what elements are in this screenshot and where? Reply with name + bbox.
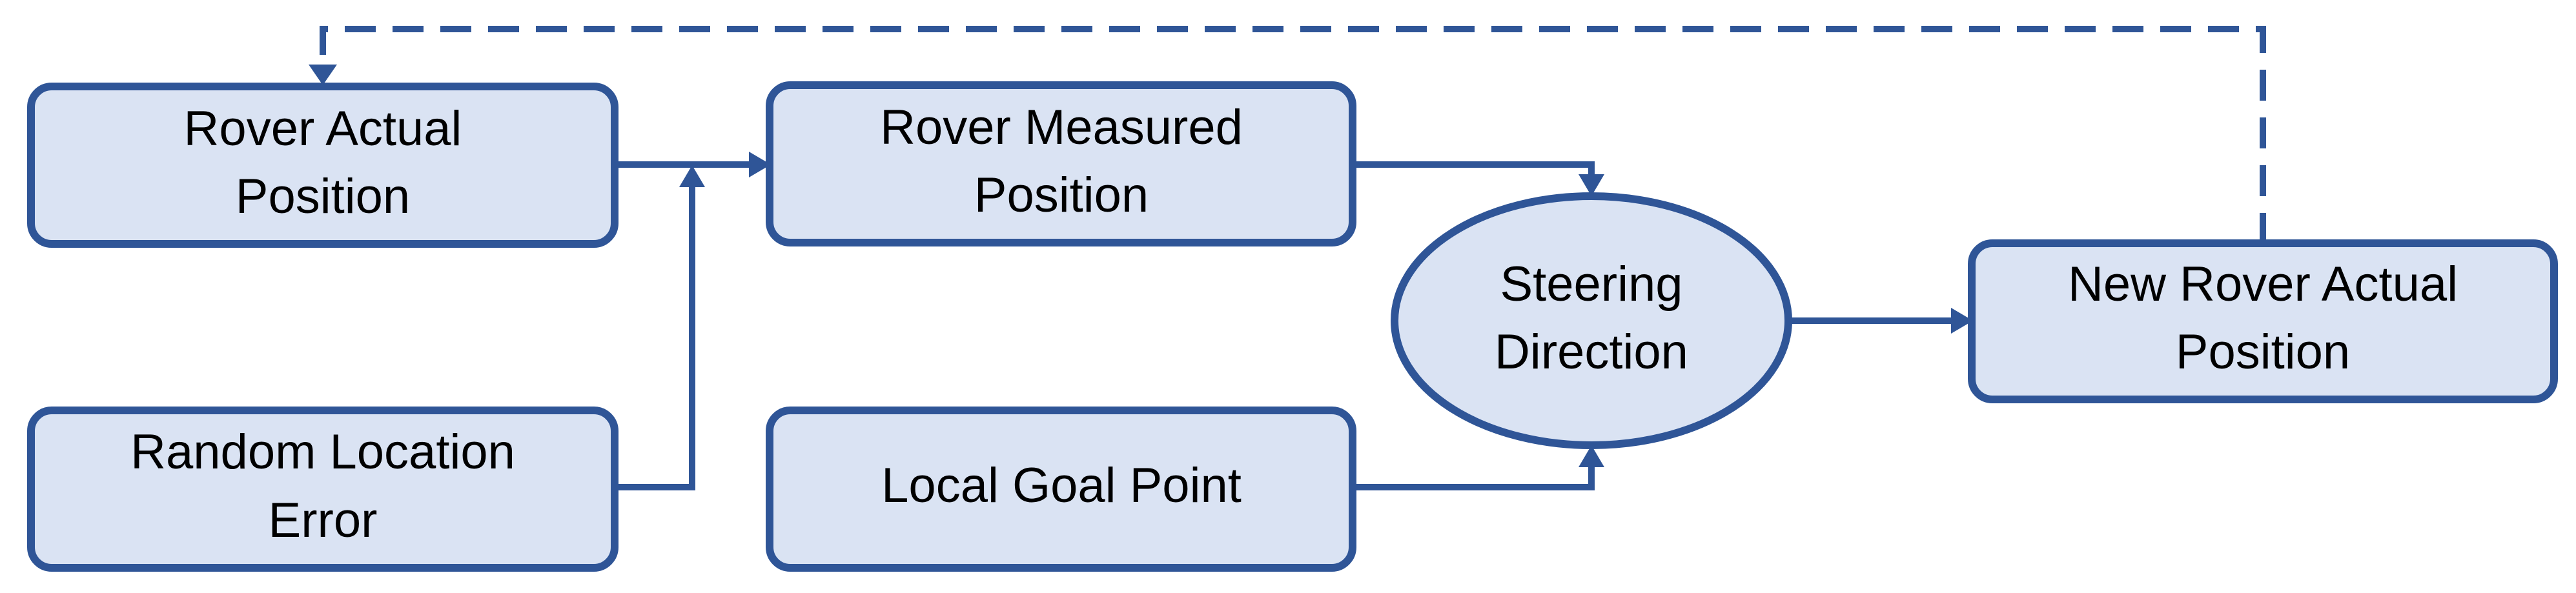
node-steering-direction-line2: Direction (1495, 325, 1688, 379)
node-local-goal-point-line1: Local Goal Point (881, 458, 1242, 513)
edge-steering-to-new-arrowhead (1951, 308, 1973, 334)
node-rover-measured-position-line2: Position (974, 168, 1149, 223)
node-new-rover-actual-position: New Rover Actual Position (1968, 239, 2558, 403)
node-rover-measured-position: Rover Measured Position (766, 81, 1356, 246)
edge-measured-to-steering-arrowhead (1579, 174, 1604, 196)
node-rover-actual-position-line2: Position (236, 169, 410, 224)
edge-goal-to-steering (1353, 462, 1595, 490)
edge-error-to-junction (615, 182, 695, 490)
node-rover-actual-position-line1: Rover Actual (184, 101, 462, 156)
node-random-location-error: Random Location Error (27, 407, 618, 572)
node-new-rover-actual-position-line1: New Rover Actual (2068, 257, 2458, 312)
edge-feedback-arrowhead (309, 65, 337, 85)
node-steering-direction: Steering Direction (1391, 192, 1792, 449)
edge-measured-to-steering (1353, 161, 1595, 179)
node-new-rover-actual-position-line2: Position (2176, 325, 2350, 379)
edge-goal-to-steering-arrowhead (1579, 445, 1604, 467)
edge-error-to-junction-arrowhead (679, 165, 705, 187)
node-rover-measured-position-line1: Rover Measured (880, 100, 1243, 155)
node-rover-actual-position: Rover Actual Position (27, 83, 618, 248)
edge-feedback-dashed (320, 26, 2266, 244)
edge-actual-to-measured-arrowhead (749, 152, 771, 177)
node-random-location-error-line2: Error (269, 493, 378, 548)
node-steering-direction-line1: Steering (1500, 257, 1682, 312)
node-local-goal-point: Local Goal Point (766, 407, 1356, 572)
node-random-location-error-line1: Random Location (130, 425, 515, 479)
edges (309, 26, 2266, 490)
